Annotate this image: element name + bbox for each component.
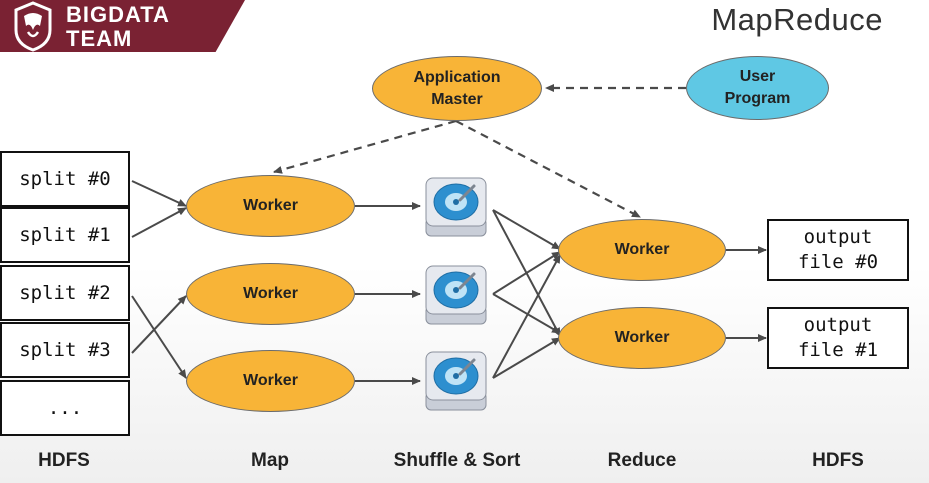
map-worker-3: Worker (186, 350, 355, 412)
user-program-node: User Program (686, 56, 829, 120)
edge-split3-worker2 (131, 295, 187, 354)
edge-disk2-reduce1 (492, 251, 561, 295)
edge-disk1-reduce1 (492, 209, 561, 250)
map-worker-1: Worker (186, 175, 355, 237)
input-split-1: split #1 (0, 207, 130, 263)
input-split-more: ... (0, 380, 130, 436)
brand-name-line1: BIGDATA (66, 2, 170, 27)
hard-disk-icon (425, 351, 487, 411)
input-split-2: split #2 (0, 265, 130, 321)
map-worker-2: Worker (186, 263, 355, 325)
edge-master-mapworker (273, 119, 457, 174)
reduce-worker-1: Worker (558, 219, 726, 281)
edge-disk3-reduce1 (492, 254, 561, 379)
edge-split2-worker3 (131, 295, 187, 379)
stage-label-reduce: Reduce (607, 450, 677, 471)
edge-master-reduceworker (455, 120, 641, 218)
brand-name-line2: TEAM (66, 26, 133, 51)
stage-label-hdfs-input: HDFS (38, 450, 90, 471)
hard-disk-icon (425, 265, 487, 325)
output-file-0: output file #0 (767, 219, 909, 281)
edge-disk2-reduce2 (492, 293, 561, 334)
edge-split0-worker1 (131, 180, 187, 207)
stage-label-hdfs-output: HDFS (812, 450, 864, 471)
hard-disk-icon (425, 177, 487, 237)
application-master-node: Application Master (372, 56, 542, 121)
edge-split1-worker1 (131, 207, 187, 238)
reduce-worker-2: Worker (558, 307, 726, 369)
output-file-1: output file #1 (767, 307, 909, 369)
input-split-0: split #0 (0, 151, 130, 207)
input-split-3: split #3 (0, 322, 130, 378)
diagram-title: MapReduce (711, 2, 883, 37)
logo-lion-icon (14, 1, 52, 52)
logo-band: BIGDATA TEAM (0, 0, 245, 52)
stage-label-shuffle-sort: Shuffle & Sort (393, 450, 521, 471)
edge-disk3-reduce2 (492, 337, 561, 379)
stage-label-map: Map (251, 450, 289, 471)
